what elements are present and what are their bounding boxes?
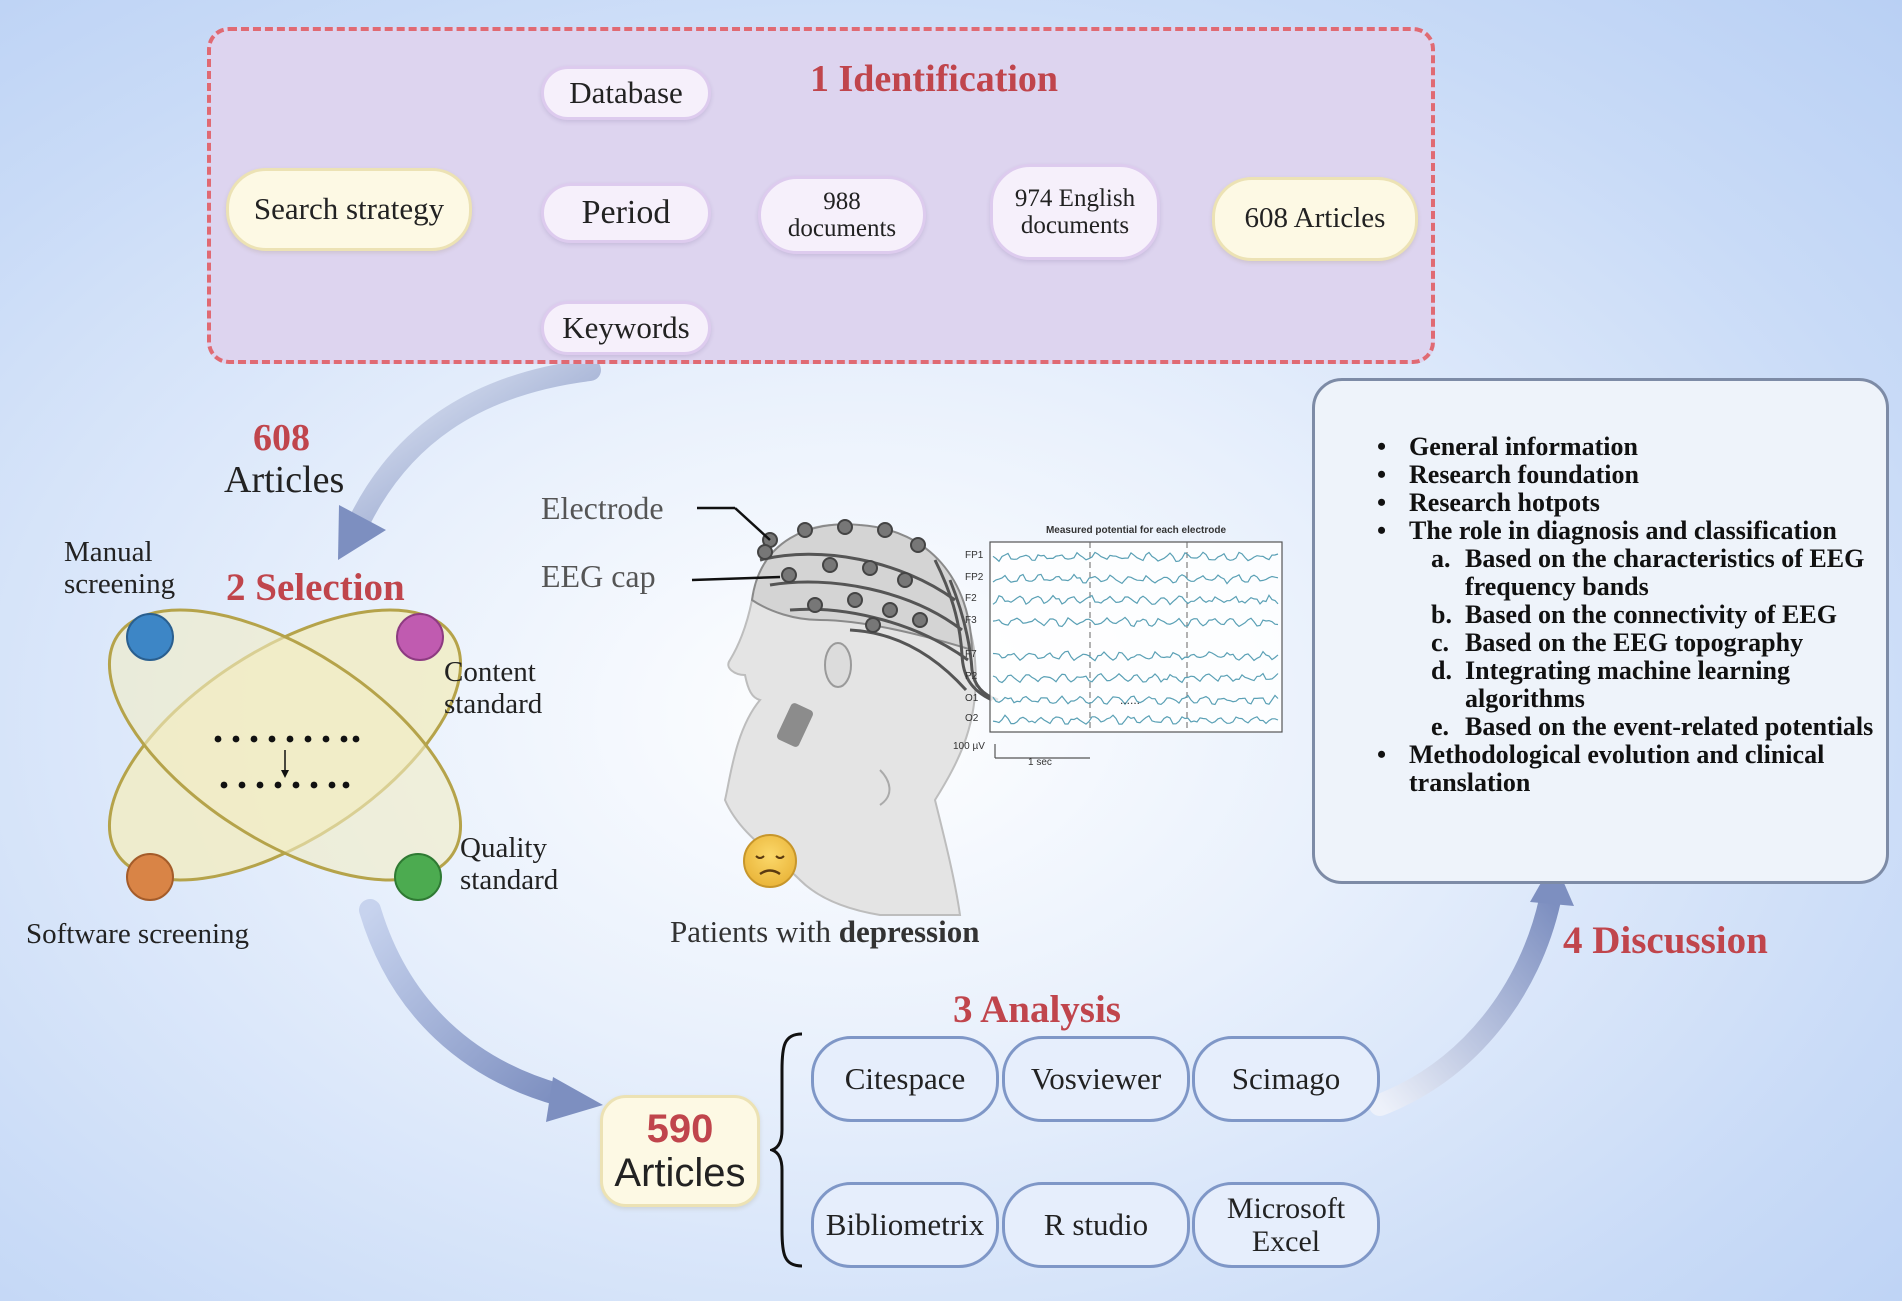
discussion-item: General information bbox=[1377, 433, 1877, 462]
discussion-subitem: b. Based on the connectivity of EEG bbox=[1377, 601, 1877, 629]
patients-caption: Patients with depression bbox=[670, 914, 979, 950]
articles-590-label: Articles bbox=[614, 1151, 746, 1195]
eeg-ellipsis: ...... bbox=[1120, 693, 1141, 707]
patients-caption-prefix: Patients with bbox=[670, 914, 839, 949]
discussion-title: 4 Discussion bbox=[1563, 919, 1768, 962]
discussion-subitem: e. Based on the event-related potentials bbox=[1377, 713, 1877, 741]
arrow-to-analysis-head bbox=[546, 1077, 603, 1122]
selection-title: 2 Selection bbox=[226, 566, 405, 609]
software-screening-label: Software screening bbox=[26, 918, 250, 950]
tool-microsoft-excel: Microsoft Excel bbox=[1192, 1182, 1380, 1268]
quality-standard-label: Quality standard bbox=[460, 832, 559, 896]
subitem-text: Integrating machine learning algorithms bbox=[1465, 656, 1790, 713]
eeg-channel-label: FP2 bbox=[965, 572, 984, 583]
discussion-subitem: d. Integrating machine learning algorithm… bbox=[1377, 657, 1877, 713]
electrode-label: Electrode bbox=[541, 490, 664, 526]
discussion-item: Research foundation bbox=[1377, 461, 1877, 490]
eeg-channel-label: FP1 bbox=[965, 550, 984, 561]
tool-scimago: Scimago bbox=[1192, 1036, 1380, 1122]
subitem-text: Based on the characteristics of EEG freq… bbox=[1465, 544, 1865, 601]
eeg-channel-label: F7 bbox=[965, 649, 977, 660]
period-node: Period bbox=[541, 183, 711, 243]
eeg-trace-p2 bbox=[992, 672, 1279, 684]
manual-screening-dot bbox=[126, 613, 174, 661]
discussion-panel: General information Research foundation … bbox=[1312, 378, 1889, 884]
arrow-to-analysis bbox=[359, 899, 571, 1106]
search-strategy-node: Search strategy bbox=[226, 168, 472, 251]
eeg-trace-fp2 bbox=[992, 573, 1279, 585]
eeg-channel-label: P2 bbox=[965, 671, 978, 682]
quality-standard-dot bbox=[394, 853, 442, 901]
discussion-subitem: c. Based on the EEG topography bbox=[1377, 629, 1877, 657]
tool-r-studio: R studio bbox=[1002, 1182, 1190, 1268]
subitem-text: Based on the event-related potentials bbox=[1465, 712, 1874, 741]
eeg-trace-o2 bbox=[992, 714, 1279, 725]
arrow-to-discussion bbox=[1369, 889, 1561, 1116]
tool-citespace: Citespace bbox=[811, 1036, 999, 1122]
content-standard-label: Content standard bbox=[444, 656, 543, 720]
discussion-item: Methodological evolution and clinical tr… bbox=[1377, 741, 1877, 797]
tool-bibliometrix: Bibliometrix bbox=[811, 1182, 999, 1268]
subitem-marker: e. bbox=[1431, 712, 1450, 741]
articles-590-count: 590 bbox=[646, 1107, 714, 1151]
discussion-item: The role in diagnosis and classification bbox=[1377, 517, 1877, 546]
sad-face-emoji bbox=[743, 834, 797, 888]
subitem-marker: a. bbox=[1431, 544, 1451, 573]
eeg-trace-o1 bbox=[992, 694, 1279, 706]
eeg-cap-label: EEG cap bbox=[541, 558, 656, 594]
discussion-list: General information Research foundation … bbox=[1377, 433, 1877, 797]
database-node: Database bbox=[541, 66, 711, 120]
eeg-traces bbox=[992, 551, 1279, 725]
eeg-trace-f7 bbox=[992, 650, 1279, 662]
eeg-plot-title: Measured potential for each electrode bbox=[1045, 525, 1227, 536]
eeg-trace-fp1 bbox=[992, 551, 1279, 563]
subitem-marker: d. bbox=[1431, 656, 1452, 685]
documents-974-node: 974 English documents bbox=[990, 164, 1160, 260]
eeg-scale-time: 1 sec bbox=[1028, 757, 1052, 768]
subitem-text: Based on the connectivity of EEG bbox=[1465, 600, 1837, 629]
eeg-channel-label: O1 bbox=[965, 693, 979, 704]
analysis-brace bbox=[770, 1032, 803, 1268]
content-standard-dot bbox=[396, 613, 444, 661]
selection-ellipses bbox=[107, 608, 463, 882]
articles-608-node: 608 Articles bbox=[1212, 177, 1418, 261]
articles-590-node: 590 Articles bbox=[600, 1095, 760, 1207]
patients-caption-bold: depression bbox=[838, 914, 980, 949]
eeg-channel-label: F2 bbox=[965, 593, 977, 604]
manual-screening-label: Manual screening bbox=[64, 536, 176, 600]
documents-988-node: 988 documents bbox=[758, 176, 926, 254]
analysis-title: 3 Analysis bbox=[953, 988, 1121, 1031]
software-screening-dot bbox=[126, 853, 174, 901]
eeg-channel-label: O2 bbox=[965, 713, 979, 724]
transition-608-count: 608 bbox=[253, 417, 310, 459]
transition-608-label: Articles bbox=[224, 459, 345, 501]
discussion-item: Research hotpots bbox=[1377, 489, 1877, 518]
eeg-trace-f2 bbox=[992, 594, 1279, 606]
arrow-to-selection bbox=[349, 359, 601, 531]
identification-title: 1 Identification bbox=[810, 58, 1059, 100]
arrow-to-selection-head bbox=[338, 505, 386, 560]
head-eeg-cap-illustration bbox=[691, 506, 999, 916]
eeg-channel-label: F3 bbox=[965, 615, 977, 626]
eeg-scale-amplitude: 100 µV bbox=[953, 741, 985, 752]
discussion-subitem: a. Based on the characteristics of EEG fr… bbox=[1377, 545, 1877, 601]
subitem-text: Based on the EEG topography bbox=[1465, 628, 1804, 657]
subitem-marker: b. bbox=[1431, 600, 1452, 629]
subitem-marker: c. bbox=[1431, 628, 1450, 657]
eeg-trace-f3 bbox=[992, 616, 1279, 628]
keywords-node: Keywords bbox=[541, 301, 711, 355]
tool-vosviewer: Vosviewer bbox=[1002, 1036, 1190, 1122]
